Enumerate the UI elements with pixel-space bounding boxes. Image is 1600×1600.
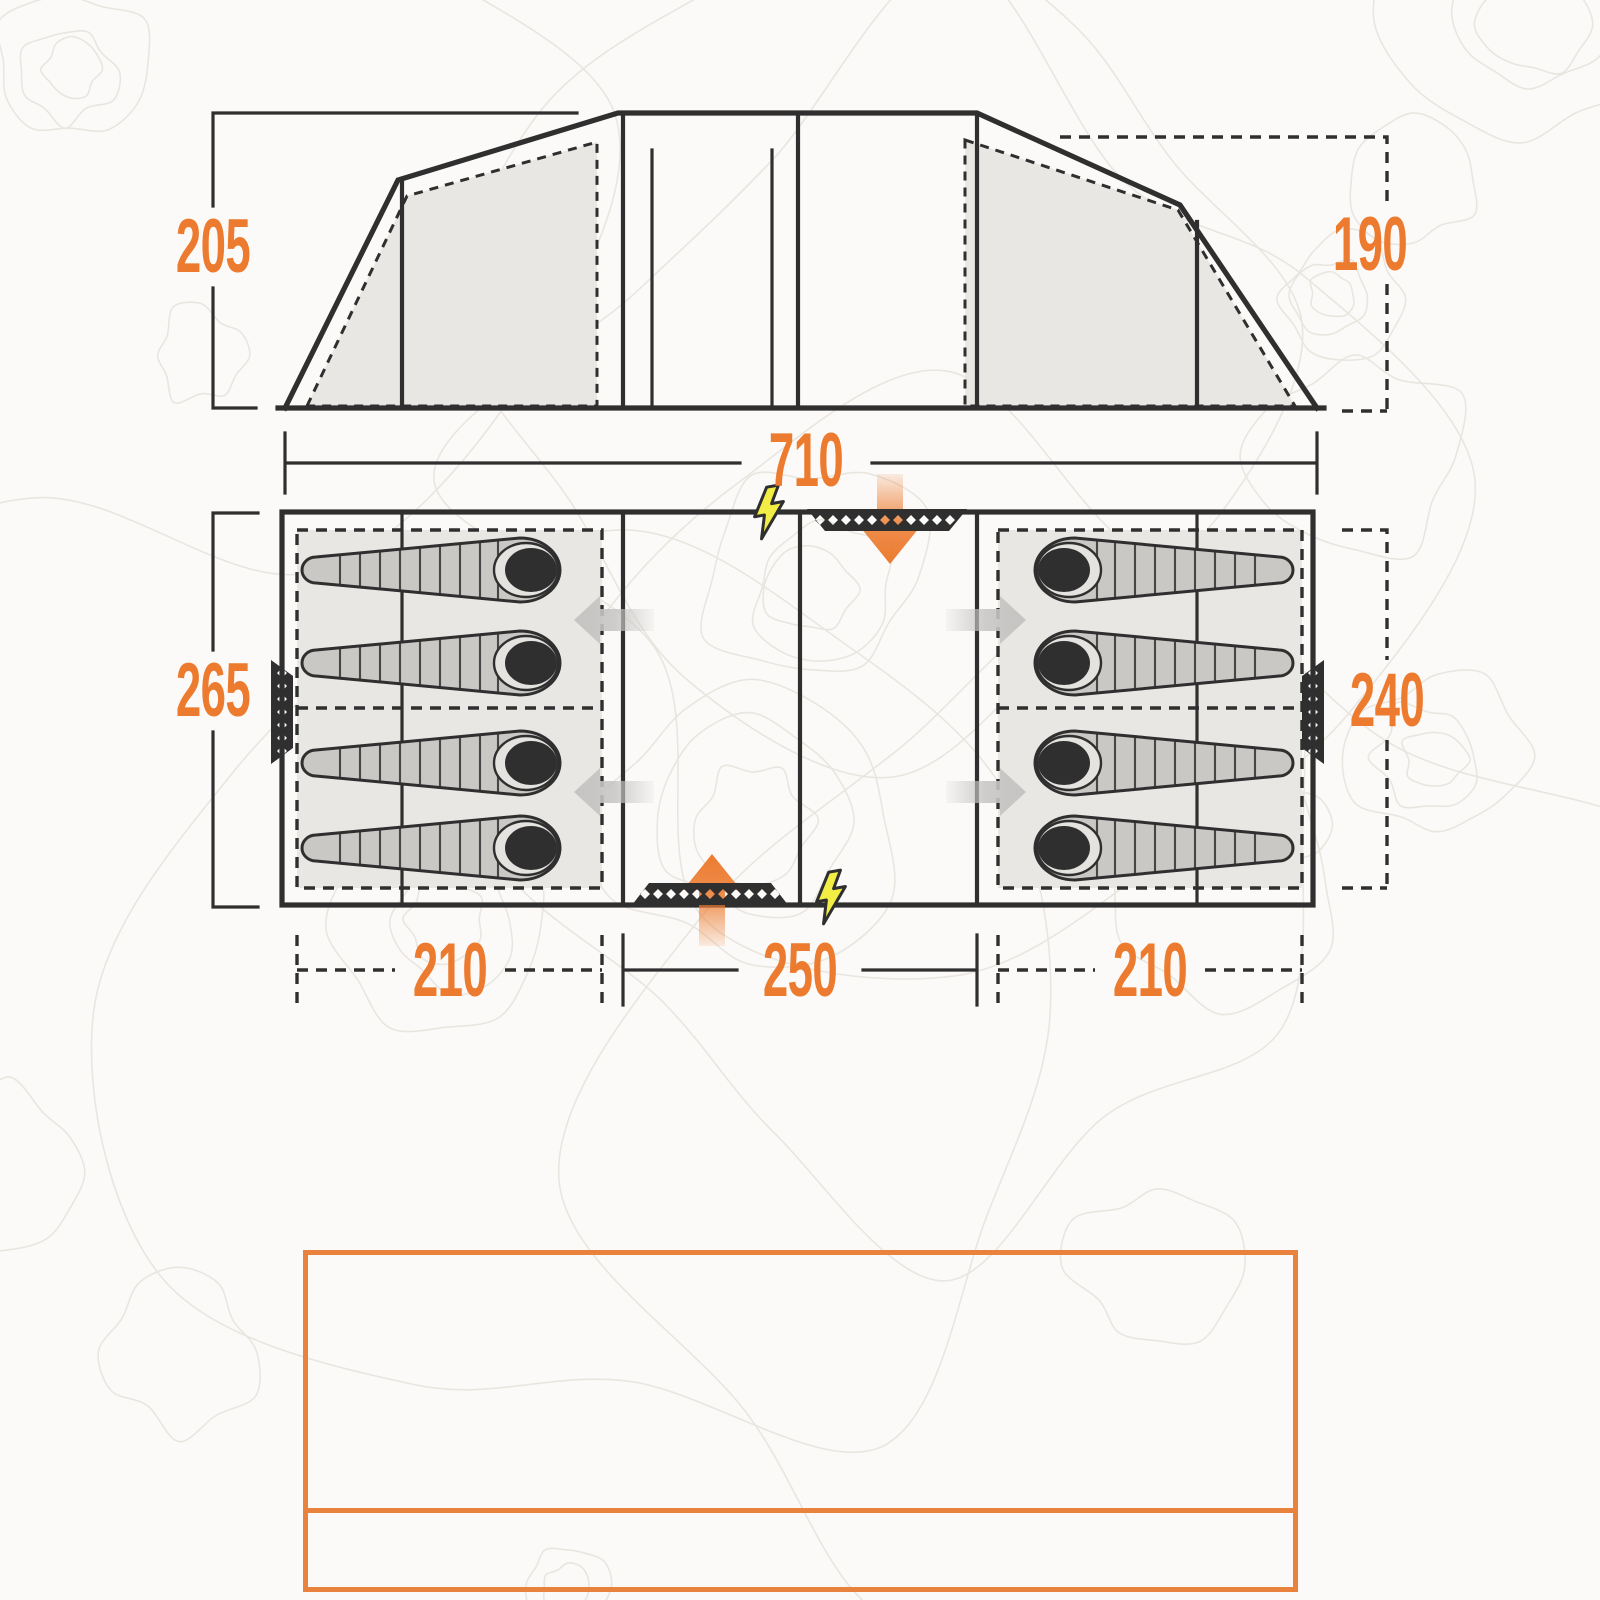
mesh-door (1302, 660, 1324, 764)
dim-depth-right: 240 (1350, 658, 1424, 743)
dim-depth-left: 265 (176, 648, 250, 733)
dim-inner-height: 190 (1333, 202, 1407, 287)
internal-door-arrow (946, 596, 1026, 644)
internal-door-arrow (574, 768, 654, 816)
dimensions: 205 190 710 265 240 210 250 210 (176, 111, 1425, 1013)
elevation-outline (281, 110, 1321, 412)
dim-peak-height: 205 (176, 204, 250, 289)
elevation-view (275, 110, 1327, 412)
cable-entry-icon-bottom (810, 868, 853, 926)
mesh-doors (271, 509, 1324, 905)
legend-box: MESH DOOR ENTRANCE DOOR (303, 1250, 1298, 1508)
mesh-door (632, 883, 788, 905)
mesh-door (807, 509, 967, 531)
floorplan-outline (279, 509, 1316, 908)
dim-total-width: 710 (769, 418, 843, 503)
floor-plan (271, 474, 1324, 946)
footer-bar: TACOMA 800XL Vango (303, 1508, 1298, 1592)
dim-living-width: 250 (763, 928, 837, 1013)
mesh-door (271, 660, 293, 764)
internal-door-arrow (946, 768, 1026, 816)
internal-door-arrow (574, 596, 654, 644)
dim-bedroom-left-width: 210 (413, 928, 487, 1013)
dim-bedroom-right-width: 210 (1113, 928, 1187, 1013)
